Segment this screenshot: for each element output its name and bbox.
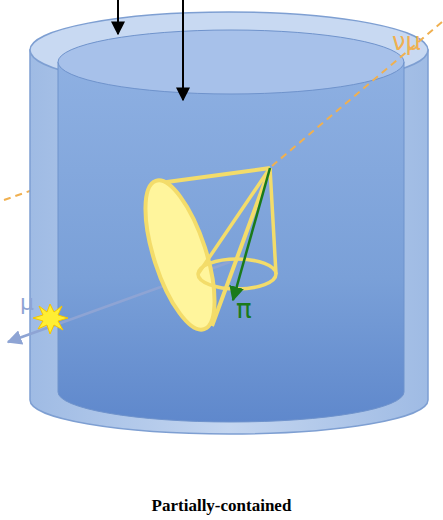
particle-label: μ xyxy=(20,292,34,314)
particle-label: νμ xyxy=(392,30,421,54)
caption: Partially-contained xyxy=(0,496,443,516)
particle-label: π xyxy=(236,296,252,322)
